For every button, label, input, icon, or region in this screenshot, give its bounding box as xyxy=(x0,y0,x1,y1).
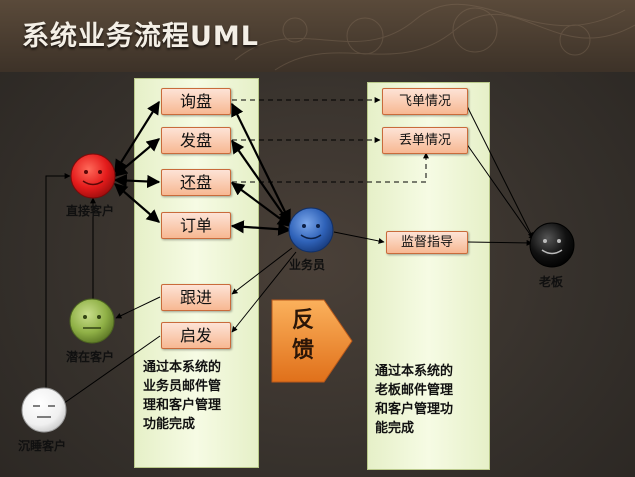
link-counter-lost xyxy=(232,152,429,183)
potential-customer-label: 潜在客户 xyxy=(66,350,115,364)
action-supervise: 监督指导 xyxy=(386,231,468,254)
link-sales-order xyxy=(230,220,292,236)
link-sales-counter xyxy=(230,182,292,227)
action-counter-offer: 还盘 xyxy=(161,169,231,196)
link-follow-potential xyxy=(115,296,161,319)
action-inquiry: 询盘 xyxy=(161,88,231,115)
link-direct-order xyxy=(114,183,160,223)
boss-note-line: 老板邮件管理 xyxy=(375,383,454,398)
action-order: 订单 xyxy=(161,212,231,239)
decorative-swirl xyxy=(234,3,635,71)
action-offer: 发盘 xyxy=(161,127,231,154)
boss-label: 老板 xyxy=(539,275,564,289)
direct-customer-label: 直接客户 xyxy=(66,204,115,218)
boss-note: 通过本系统的 老板邮件管理 和客户管理功 能完成 xyxy=(375,362,453,438)
link-sales-supervise xyxy=(333,231,385,244)
salesman-icon xyxy=(288,207,334,253)
boss-note-line: 能完成 xyxy=(375,421,415,436)
link-dormant-direct xyxy=(45,173,71,389)
link-supervise-boss xyxy=(467,239,533,246)
page-title: 系统业务流程UML xyxy=(22,21,259,52)
potential-customer-icon xyxy=(69,298,115,344)
direct-customer-icon xyxy=(70,153,116,199)
dormant-customer-icon xyxy=(21,387,67,433)
action-lost-order: 丢单情况 xyxy=(382,127,468,154)
action-inspire: 启发 xyxy=(161,322,231,349)
action-flying-order: 飞单情况 xyxy=(382,88,468,115)
link-direct-counter xyxy=(113,173,161,189)
salesman-note: 通过本系统的 业务员邮件管 理和客户管理 功能完成 xyxy=(143,358,221,434)
header-bar xyxy=(0,0,635,72)
salesman-label: 业务员 xyxy=(289,258,326,272)
salesman-note-line: 理和客户管理 xyxy=(143,398,222,413)
link-direct-offer xyxy=(113,138,161,177)
boss-note-line: 通过本系统的 xyxy=(375,364,454,379)
action-follow-up: 跟进 xyxy=(161,284,231,311)
link-sales-follow xyxy=(231,247,293,295)
salesman-note-line: 功能完成 xyxy=(143,417,196,432)
link-flying-boss xyxy=(465,103,534,239)
link-lost-boss xyxy=(465,142,535,241)
feedback-label: 反馈 xyxy=(291,308,314,363)
link-inspire-dormant xyxy=(59,335,161,407)
link-sales-inspire xyxy=(231,251,297,333)
boss-note-line: 和客户管理功 xyxy=(375,402,454,417)
salesman-note-line: 通过本系统的 xyxy=(143,360,222,375)
salesman-note-line: 业务员邮件管 xyxy=(143,379,222,394)
link-direct-inquiry xyxy=(114,100,160,174)
boss-icon xyxy=(529,222,575,268)
feedback-arrow-icon xyxy=(271,299,353,383)
dormant-customer-label: 沉睡客户 xyxy=(18,439,67,453)
